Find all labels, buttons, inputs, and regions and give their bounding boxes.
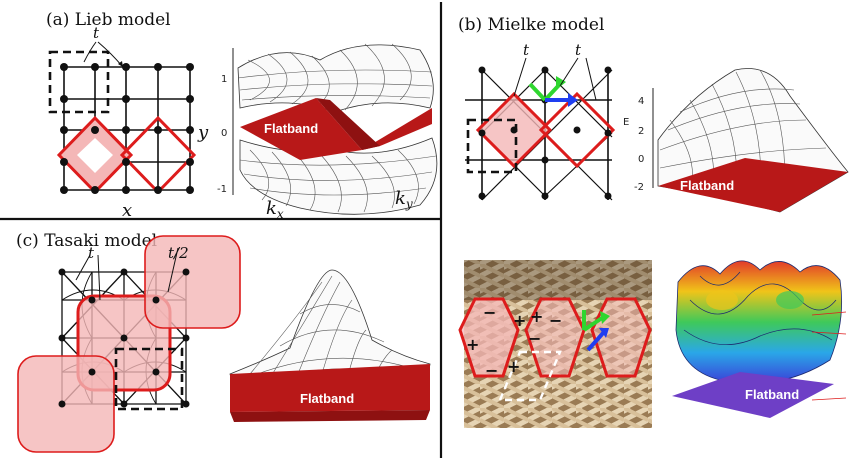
lieb-flatband-label: Flatband (264, 121, 318, 136)
mielke-tick-2: 2 (638, 126, 644, 137)
kagome-flatband (672, 372, 834, 418)
mielke-hopping-2: t (575, 41, 582, 59)
tasaki-band-plot (229, 269, 431, 422)
sign-2: + (513, 311, 526, 330)
tasaki-plaquette-bottom-left (17, 355, 115, 453)
sign-1: − (483, 303, 496, 322)
panel-b-label: (b) Mielke model (458, 15, 604, 35)
mielke-tick-4: 4 (638, 96, 644, 107)
lieb-axis-x: x (122, 200, 132, 221)
kagome-flatband-label: Flatband (745, 387, 799, 402)
lieb-hopping-label: t (93, 24, 100, 42)
lieb-flatband-right (362, 108, 432, 150)
tasaki-lattice (17, 235, 241, 453)
panel-a-lieb: (a) Lieb model t y x 1 0 -1 (46, 10, 438, 221)
lieb-flatband-left (240, 98, 362, 160)
mielke-unit-cell (466, 118, 518, 174)
lieb-ky-label: ky (395, 188, 413, 211)
mielke-flatband-label: Flatband (680, 178, 734, 193)
panel-d-kagome: − + + − + − + − Flatband (458, 260, 847, 428)
tasaki-hopping-t-half: t/2 (168, 244, 189, 262)
lieb-tick-0: 0 (221, 128, 227, 139)
mielke-tick-0: 0 (638, 154, 644, 165)
kagome-band-plot (672, 260, 847, 418)
sign-8: − (549, 311, 562, 330)
mielke-flatband (658, 158, 848, 212)
mielke-energy-axis: E (623, 117, 629, 128)
lieb-kx-label: kx (266, 198, 284, 221)
sign-3: + (466, 335, 479, 354)
mielke-plaquette-right (538, 91, 616, 169)
tasaki-hopping-t: t (88, 244, 95, 262)
sign-5: + (507, 357, 520, 376)
lieb-band-plot: 1 0 -1 (217, 43, 438, 215)
lieb-tick-1: 1 (221, 74, 227, 85)
tasaki-flatband (230, 364, 430, 412)
sign-6: − (485, 361, 498, 380)
lieb-tick-neg1: -1 (217, 184, 227, 195)
kagome-hexagons (458, 297, 652, 402)
lieb-lattice (48, 41, 197, 195)
tasaki-unit-cell (114, 347, 184, 411)
tasaki-plaquette-top-right (144, 235, 241, 329)
lieb-axis-y: y (197, 122, 209, 143)
sign-4: − (528, 329, 541, 348)
panel-a-label: (a) Lieb model (46, 10, 171, 30)
panel-b-mielke: (b) Mielke model t t 4 (458, 15, 849, 213)
mielke-tick-neg2: -2 (634, 182, 644, 193)
mielke-hopping-1: t (523, 41, 530, 59)
panel-c-tasaki: (c) Tasaki model t t/2 Flatban (16, 231, 431, 453)
panel-c-label: (c) Tasaki model (16, 231, 157, 251)
mielke-band-plot: 4 2 0 -2 E (623, 68, 849, 213)
sign-7: + (530, 307, 543, 326)
kagome-unit-cell (498, 350, 562, 402)
unit-cell-dashed (48, 50, 110, 114)
mielke-lattice (465, 57, 616, 201)
tasaki-flatband-label: Flatband (300, 391, 354, 406)
